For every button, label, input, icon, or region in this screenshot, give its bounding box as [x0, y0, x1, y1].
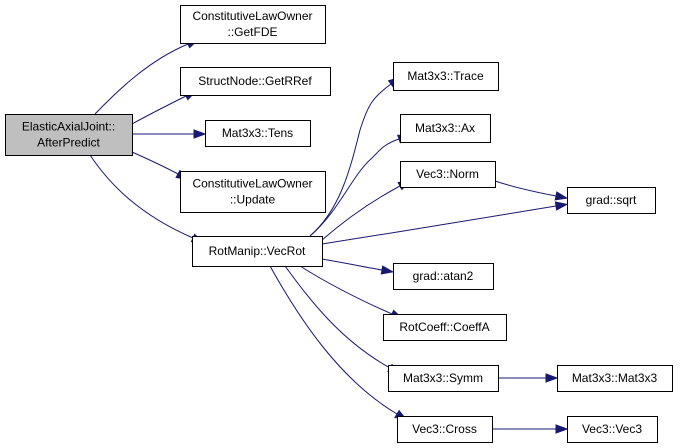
node-cross[interactable]: Vec3::Cross — [397, 416, 493, 443]
node-box — [192, 236, 323, 267]
node-label: ElasticAxialJoint:: — [22, 120, 115, 134]
edge-vecrot-to-coeffa — [299, 265, 404, 319]
edge-line — [494, 180, 557, 197]
edge-norm-to-sqrt — [494, 180, 569, 201]
node-label: Mat3x3::Symm — [403, 371, 483, 385]
arrowhead-icon — [554, 201, 569, 211]
edge-root-to-tens — [132, 129, 207, 139]
arrowhead-icon — [380, 265, 395, 275]
edge-vecrot-to-cross — [269, 265, 408, 421]
arrowhead-icon — [554, 191, 569, 201]
arrowhead-icon — [555, 424, 569, 434]
node-box — [205, 120, 311, 147]
edge-root-to-getrref — [131, 90, 198, 125]
node-box — [5, 114, 133, 156]
edge-line — [131, 95, 187, 125]
node-label: Mat3x3::Ax — [415, 121, 475, 135]
node-norm[interactable]: Vec3::Norm — [400, 161, 496, 188]
node-ax[interactable]: Mat3x3::Ax — [400, 114, 491, 143]
node-getfde[interactable]: ConstitutiveLawOwner::GetFDE — [180, 5, 326, 44]
node-label: ::Update — [230, 193, 276, 207]
node-box — [393, 263, 494, 290]
node-label: Mat3x3::Tens — [222, 126, 293, 140]
nodes-layer: ElasticAxialJoint::AfterPredictConstitut… — [5, 5, 673, 443]
node-update[interactable]: ConstitutiveLawOwner::Update — [180, 171, 326, 213]
edge-line — [89, 154, 194, 239]
edge-line — [269, 265, 398, 415]
node-tens[interactable]: Mat3x3::Tens — [205, 120, 311, 147]
node-label: RotCoeff::CoeffA — [399, 320, 489, 334]
node-box — [557, 365, 673, 392]
node-label: grad::atan2 — [413, 269, 474, 283]
edge-line — [321, 185, 401, 241]
node-sqrt[interactable]: grad::sqrt — [567, 187, 656, 214]
node-box — [567, 416, 658, 443]
edge-vecrot-to-symm — [284, 265, 401, 375]
node-label: Vec3::Cross — [412, 422, 477, 436]
edge-vecrot-to-sqrt — [321, 201, 569, 245]
edge-vecrot-to-atan2 — [321, 258, 395, 275]
edge-root-to-update — [131, 151, 189, 180]
node-box — [567, 187, 656, 214]
node-atan2[interactable]: grad::atan2 — [393, 263, 494, 290]
node-box — [400, 161, 496, 188]
edge-line — [309, 83, 392, 237]
arrowhead-icon — [545, 373, 559, 383]
node-trace[interactable]: Mat3x3::Trace — [393, 62, 499, 91]
edge-vecrot-to-norm — [321, 180, 411, 241]
node-coeffa[interactable]: RotCoeff::CoeffA — [383, 314, 507, 341]
node-label: Mat3x3::Trace — [407, 69, 484, 83]
edge-line — [321, 205, 557, 245]
node-box — [180, 171, 326, 213]
node-box — [180, 67, 331, 96]
edge-cross-to-vec3 — [492, 424, 569, 434]
node-getrref[interactable]: StructNode::GetRRef — [180, 67, 331, 96]
node-root[interactable]: ElasticAxialJoint::AfterPredict — [5, 114, 133, 156]
edge-line — [284, 265, 391, 369]
node-box — [397, 416, 493, 443]
node-vecrot[interactable]: RotManip::VecRot — [192, 236, 323, 267]
node-label: Mat3x3::Mat3x3 — [572, 371, 658, 385]
edge-line — [131, 151, 179, 175]
node-label: grad::sqrt — [586, 193, 637, 207]
node-label: Vec3::Norm — [416, 167, 479, 181]
node-label: ConstitutiveLawOwner — [192, 177, 312, 191]
node-box — [383, 314, 507, 341]
edge-symm-to-mat3x3 — [498, 373, 559, 383]
node-symm[interactable]: Mat3x3::Symm — [388, 365, 499, 392]
node-box — [388, 365, 499, 392]
node-label: RotManip::VecRot — [209, 244, 306, 258]
node-label: Vec3::Vec3 — [582, 422, 642, 436]
node-label: ConstitutiveLawOwner — [192, 9, 312, 23]
edge-line — [309, 138, 400, 237]
edge-line — [94, 43, 189, 115]
node-label: AfterPredict — [37, 136, 100, 150]
node-vec3[interactable]: Vec3::Vec3 — [567, 416, 658, 443]
edge-line — [321, 258, 383, 271]
node-box — [400, 114, 491, 143]
node-box — [180, 5, 326, 44]
node-mat3x3[interactable]: Mat3x3::Mat3x3 — [557, 365, 673, 392]
arrowhead-icon — [193, 129, 207, 139]
node-label: ::GetFDE — [227, 25, 277, 39]
node-label: StructNode::GetRRef — [198, 74, 312, 88]
edge-line — [299, 265, 393, 315]
node-box — [393, 62, 499, 91]
